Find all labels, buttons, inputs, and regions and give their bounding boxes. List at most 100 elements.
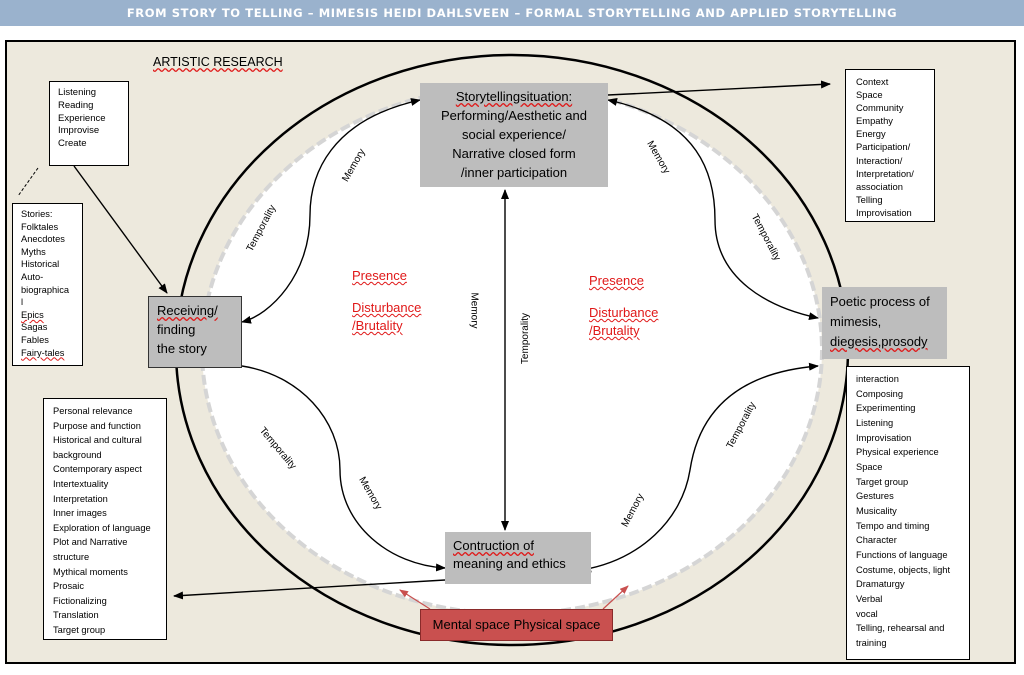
context-item: association [856, 180, 903, 192]
presence-right: Presence Disturbance /Brutality [589, 272, 658, 340]
story-item: Fables [21, 334, 49, 345]
poetic-line: mimesis, [830, 314, 882, 329]
context-item: Context [856, 76, 889, 87]
story-item: biographica [21, 284, 70, 295]
relevance-item: background [53, 449, 102, 460]
construction-line: Contruction of [453, 538, 534, 553]
receiving-line: Receiving/ [157, 303, 218, 318]
presence-left-disturbance: Disturbance [352, 300, 422, 315]
poetic-list-item: vocal [856, 608, 878, 619]
relevance-item: Fictionalizing [53, 595, 107, 606]
arc-bottom-right [581, 362, 819, 573]
story-item: Auto- [21, 271, 44, 282]
relevance-item: Translation [53, 610, 99, 621]
poetic-list-item: Listening [856, 417, 894, 428]
context-item: Improvisation [856, 206, 912, 218]
presence-left-title: Presence [352, 268, 407, 283]
storytelling-situation-line: social experience/ [461, 127, 567, 142]
relevance-item: Contemporary aspect [53, 464, 142, 475]
storytelling-situation-line: Performing/Aesthetic and [441, 108, 587, 123]
story-item: l [21, 297, 24, 308]
relevance-item: Plot and Narrative [53, 537, 128, 548]
poetic-list-item: Functions of language [856, 549, 948, 560]
poetic-list-item: Telling, rehearsal and [856, 623, 945, 634]
story-item: Historical [21, 259, 60, 270]
story-item: Fairy-tales [21, 347, 65, 358]
construction-line: meaning and ethics [453, 556, 566, 571]
relevance-box: Personal relevance Purpose and function … [43, 398, 167, 640]
relevance-item: Mythical moments [53, 566, 128, 577]
red-arrow-right [602, 585, 629, 610]
storytelling-situation-line: Narrative closed form [452, 146, 576, 161]
poetic-list-item: Character [856, 535, 897, 546]
context-item: Energy [856, 128, 886, 140]
practice-item: Improvise [58, 125, 100, 137]
storytelling-situation-title: Storytellingsituation: [455, 89, 573, 104]
poetic-list-item: training [856, 637, 887, 648]
arc-bottom-left [241, 365, 446, 572]
practice-item: Listening [58, 87, 97, 98]
dashed-connector [17, 167, 39, 197]
practices-box: Listening Reading Experience Improvise C… [49, 81, 129, 166]
context-box: Context Space Community Empathy Energy P… [845, 69, 935, 222]
construction-box: Contruction of meaning and ethics [445, 532, 591, 584]
storytelling-situation-line: /inner participation [460, 165, 568, 180]
poetic-list-item: Improvisation [856, 432, 912, 443]
poetic-line: Poetic process of [830, 294, 930, 309]
arc-top-left [241, 98, 421, 324]
story-item: Stories: [21, 209, 53, 219]
relevance-item: Intertextuality [53, 478, 109, 489]
poetic-process-box: Poetic process of mimesis, diegesis,pros… [822, 287, 947, 359]
practice-item: Create [58, 138, 87, 150]
story-item: Myths [21, 246, 46, 257]
poetic-list-item: Gestures [856, 491, 894, 502]
poetic-line: diegesis,prosody [830, 334, 928, 349]
context-item: Interaction/ [856, 154, 903, 166]
poetic-list-item: Musicality [856, 505, 897, 516]
relevance-item: Target group [53, 624, 106, 635]
poetic-list-item: Target group [856, 476, 909, 487]
poetic-list-item: Space [856, 461, 883, 472]
relevance-item: structure [53, 551, 90, 562]
arrow-to-context [607, 80, 831, 96]
poetic-list-item: Dramaturgy [856, 579, 905, 590]
poetic-list-item: Composing [856, 388, 904, 399]
relevance-item: Historical and cultural [53, 435, 142, 446]
storytelling-situation-box: Storytellingsituation: Performing/Aesthe… [420, 83, 608, 187]
relevance-item: Purpose and function [53, 420, 141, 431]
presence-left-brutality: /Brutality [352, 318, 403, 333]
story-item: Sagas [21, 322, 48, 333]
receiving-line: the story [157, 341, 207, 356]
mental-space-box: Mental space Physical space [420, 609, 613, 641]
practice-item: Reading [58, 99, 94, 111]
context-item: Interpretation/ [856, 167, 914, 179]
poetic-list-item: interaction [856, 374, 899, 384]
poetic-list-item: Experimenting [856, 403, 916, 414]
context-item: Telling [856, 193, 883, 205]
context-item: Community [856, 102, 904, 114]
relevance-item: Interpretation [53, 493, 108, 504]
relevance-item: Prosaic [53, 581, 85, 592]
receiving-line: finding [157, 322, 196, 337]
red-arrow-left [399, 589, 431, 610]
memory-label-center: Memory [468, 292, 480, 329]
presence-left: Presence Disturbance /Brutality [352, 267, 421, 335]
context-item: Space [856, 89, 883, 101]
story-item: Epics [21, 309, 44, 320]
presence-right-title: Presence [589, 273, 644, 288]
poetic-list-item: Physical experience [856, 447, 939, 458]
arrow-practices-to-receiving [73, 165, 168, 294]
relevance-item: Exploration of language [53, 522, 151, 533]
context-item: Participation/ [856, 141, 911, 153]
temporality-label-center: Temporality [520, 312, 532, 365]
practice-item: Experience [58, 112, 106, 124]
story-item: Anecdotes [21, 234, 65, 245]
poetic-list-item: Costume, objects, light [856, 564, 951, 575]
arrow-construction-to-relevance [173, 579, 446, 600]
presence-right-brutality: /Brutality [589, 323, 640, 338]
poetic-list-item: Verbal [856, 593, 883, 604]
relevance-item: Inner images [53, 508, 107, 519]
context-item: Empathy [856, 115, 893, 127]
arc-top-right [607, 98, 819, 321]
poetic-list-item: Tempo and timing [856, 520, 930, 531]
